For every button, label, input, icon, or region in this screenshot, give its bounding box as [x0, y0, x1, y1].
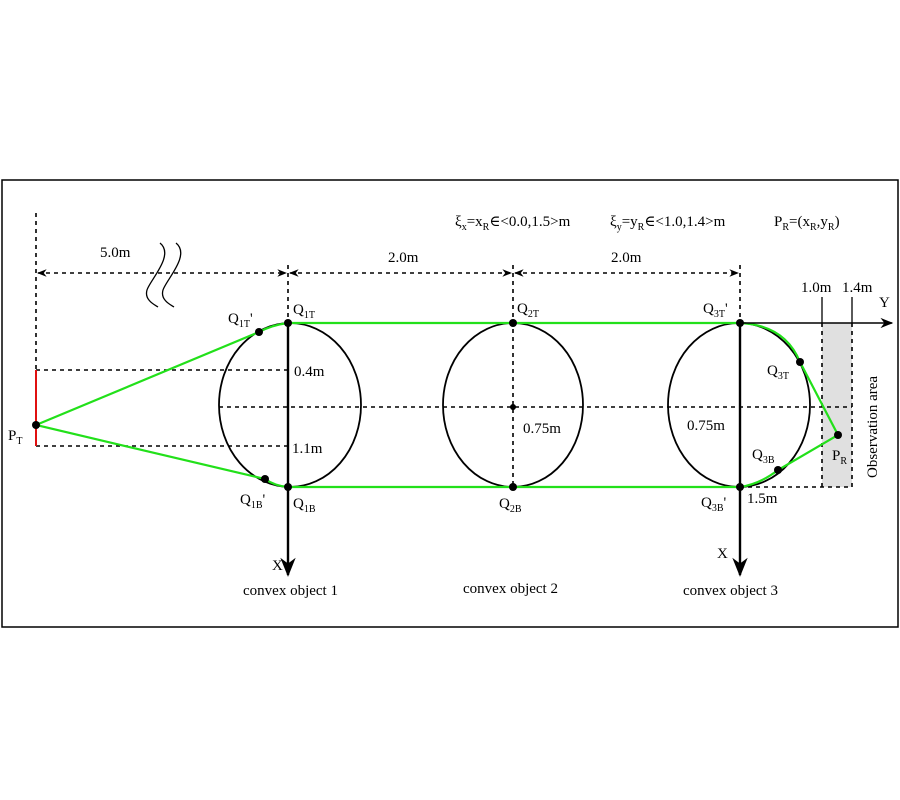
dim-0-75m-2: 0.75m	[523, 421, 561, 437]
signal-path	[32, 321, 840, 489]
label-q1b: Q1B	[293, 496, 316, 515]
label-q1t-prime: Q1T'	[228, 311, 253, 330]
label-q3b: Q3B	[752, 447, 775, 466]
dim-5m: 5.0m	[100, 245, 131, 261]
dim-1-4m: 1.4m	[842, 280, 873, 296]
label-pr: PR	[832, 448, 847, 467]
pr-formula: PR=(xR,yR)	[774, 214, 840, 233]
dim-0-75m-3: 0.75m	[687, 418, 725, 434]
break-symbol-icon	[145, 242, 182, 308]
xi-x-formula: ξx=xR∈<0.0,1.5>m	[455, 214, 571, 233]
frame	[1, 179, 899, 628]
object-label-2: convex object 2	[463, 581, 558, 597]
label-q2t: Q2T	[517, 301, 539, 320]
axis-label-x1: X	[272, 558, 283, 574]
object-label-1: convex object 1	[243, 583, 338, 599]
observation-area-label: Observation area	[865, 376, 881, 478]
observation-area	[822, 323, 852, 487]
guide-lines	[35, 213, 852, 488]
dim-1-0m: 1.0m	[801, 280, 832, 296]
dim-0-4m: 0.4m	[294, 364, 325, 380]
points	[32, 319, 842, 491]
dim-2m-b: 2.0m	[611, 250, 642, 266]
dim-1-1m: 1.1m	[292, 441, 323, 457]
dim-2m-a: 2.0m	[388, 250, 419, 266]
label-q3b-prime: Q3B'	[701, 495, 727, 514]
label-q3t: Q3T	[767, 363, 789, 382]
dim-1-5m: 1.5m	[747, 491, 778, 507]
label-q3t-prime: Q3T'	[703, 301, 728, 320]
label-q2b: Q2B	[499, 496, 522, 515]
axis-label-y: Y	[879, 295, 890, 311]
convex-object-1-shape	[218, 322, 362, 488]
label-q1t: Q1T	[293, 302, 315, 321]
axis-label-x3: X	[717, 546, 728, 562]
label-q1b-prime: Q1B'	[240, 492, 266, 511]
xi-y-formula: ξy=yR∈<1.0,1.4>m	[610, 214, 726, 233]
label-pt: PT	[8, 428, 22, 447]
object-label-3: convex object 3	[683, 583, 778, 599]
